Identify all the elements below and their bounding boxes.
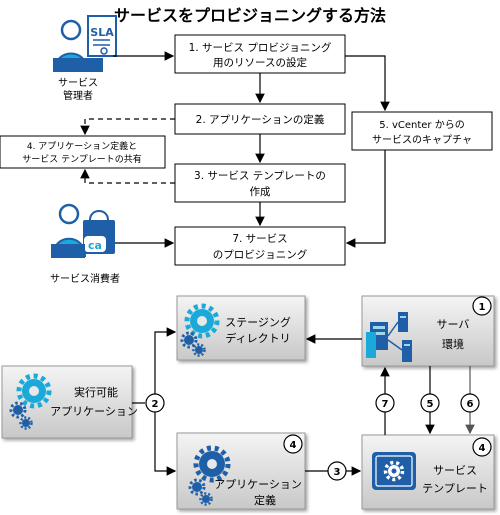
executable-gear-icon [9,373,52,430]
step1-line1: 1. サービス プロビジョニング [189,41,332,54]
marker-5: 5 [420,393,440,413]
executable-line1: 実行可能 [74,385,118,399]
step1-line2: 用のリソースの設定 [213,56,307,69]
step1-box [174,34,346,74]
template-line2: テンプレート [422,482,488,495]
template-line1: サービス [433,464,477,477]
step3-line1: 3. サービス テンプレートの [194,170,326,182]
svg-text:2: 2 [152,399,159,410]
appdef-badge [283,434,303,454]
svg-text:3: 3 [334,467,341,478]
svg-text:5: 5 [427,399,434,410]
step5-box [351,111,493,151]
admin-icon [53,15,117,72]
page-title: サービスをプロビジョニングする方法 [114,6,386,25]
marker-6: 6 [460,393,480,413]
flow-connectors [80,51,390,248]
step5-line1: 5. vCenter からの [379,119,464,131]
admin-label-line2: 管理者 [63,89,93,102]
marker-7: 7 [375,393,395,413]
staging-line2: ディレクトリ [225,331,290,345]
consumer-label: サービス消費者 [50,272,120,285]
executable-line2: アプリケーション [50,405,138,418]
step7-line1: 7. サービス [232,233,287,245]
step2-label: 2. アプリケーションの定義 [196,113,325,126]
server-line1: サーバ [437,318,470,331]
marker-2: 2 [145,393,165,413]
template-badge [472,437,492,457]
svg-text:7: 7 [382,399,389,410]
staging-line1: ステージング [225,315,291,329]
template-icon [372,452,416,490]
step3-line2: 作成 [250,186,271,198]
step5-line2: サービスのキャプチャ [372,134,472,146]
appdef-gear-icon [188,445,231,506]
server-icon [366,312,412,362]
ca-logo: ca [88,239,102,252]
step2-box [174,103,346,135]
step7-line2: のプロビジョニング [213,248,308,261]
step4-box [0,135,166,169]
sla-label: SLA [90,26,114,39]
marker-3: 3 [327,461,347,481]
step4-line2: サービス テンプレートの共有 [22,153,142,165]
appdef-line2: 定義 [254,493,276,507]
server-badge-number: 1 [479,302,486,313]
svg-text:6: 6 [467,399,474,410]
server-line2: 環境 [442,337,464,351]
step7-box [174,226,346,266]
consumer-icon [51,203,115,258]
step4-line1: 4. アプリケーション定義と [27,140,137,152]
appdef-badge-number: 4 [290,440,297,451]
admin-label-line1: サービス [58,77,98,89]
staging-gear-icon [180,303,220,357]
template-badge-number: 4 [479,443,486,454]
appdef-line1: アプリケーション [214,478,302,491]
server-badge [472,296,492,316]
